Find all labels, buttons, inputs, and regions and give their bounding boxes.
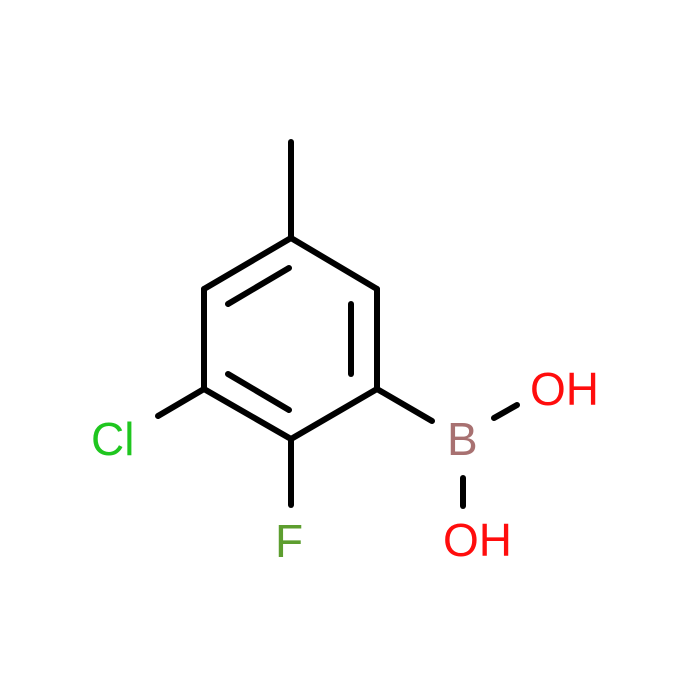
atom-label-chlorine: Cl — [91, 413, 134, 465]
bond-ring-4 — [201, 386, 294, 442]
bond-ring-1 — [288, 235, 380, 292]
bond-boron-to-oh-upper — [491, 402, 520, 421]
bond-double-inner-2 — [225, 371, 292, 413]
atom-labels: Cl F B OH OH — [91, 363, 599, 567]
bond-ring-3 — [288, 386, 380, 442]
bond-ring-to-chlorine — [155, 386, 207, 419]
atom-label-fluorine: F — [275, 515, 303, 567]
atom-label-hydroxyl-upper: OH — [530, 363, 599, 415]
bond-double-inner-3 — [225, 265, 292, 307]
atom-label-boron: B — [447, 413, 478, 465]
atom-label-hydroxyl-lower: OH — [443, 514, 512, 566]
bond-ring-to-boron — [374, 386, 435, 424]
bond-ring-6 — [201, 235, 294, 292]
bonds — [155, 139, 520, 509]
